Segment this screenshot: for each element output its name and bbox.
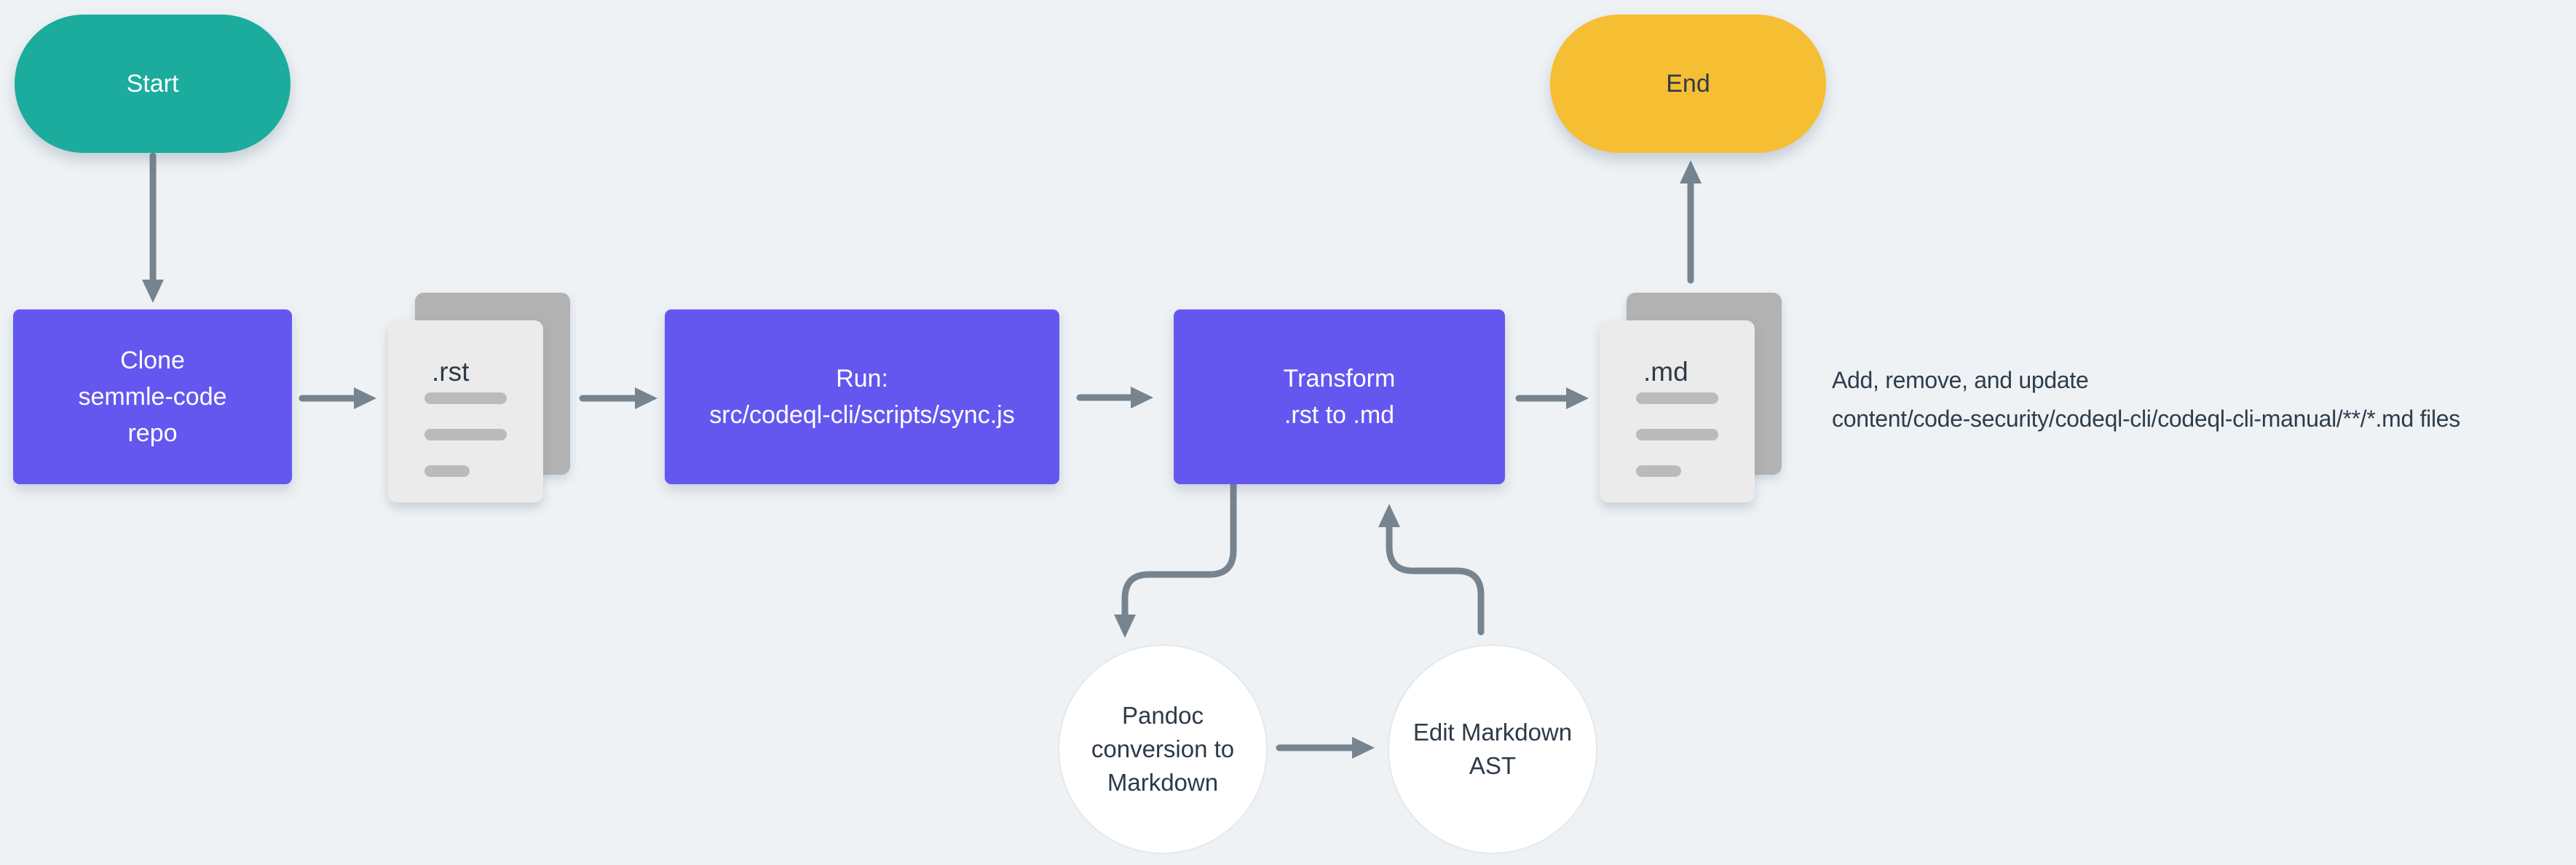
md-front-page: .md [1600,320,1755,502]
doc-text-line [1636,429,1718,441]
arrow-run-to-transform [1076,387,1153,408]
node-clone-line2: semmle-code [78,383,227,411]
arrow-clone-to-rst [299,387,376,409]
node-pandoc-line1: Pandoc [1122,702,1204,729]
result-annotation-line1: Add, remove, and update [1832,367,2089,393]
result-annotation: Add, remove, and update content/code-sec… [1832,361,2460,438]
arrow-pandoc-to-edit [1276,737,1375,759]
md-files-icon: .md [1600,293,1783,502]
node-edit-ast-line1: Edit Markdown [1413,719,1573,746]
node-end-label: End [1666,69,1710,98]
node-clone-line1: Clone [120,347,185,374]
doc-text-line [424,429,507,441]
node-start: Start [15,15,291,153]
node-pandoc-line2: conversion to [1091,735,1235,762]
doc-text-line [424,465,470,477]
node-clone-line3: repo [127,419,178,447]
arrow-start-to-clone [142,152,164,303]
node-run-sync-script: Run: src/codeql-cli/scripts/sync.js [665,309,1059,484]
arrow-transform-to-pandoc [1114,481,1237,638]
node-pandoc-conversion: Pandoc conversion to Markdown [1058,644,1268,854]
node-run-line2: src/codeql-cli/scripts/sync.js [709,401,1015,429]
node-edit-markdown-ast: Edit Markdown AST [1388,644,1597,854]
node-start-label: Start [126,69,179,98]
node-end: End [1550,15,1826,153]
node-transform-line2: .rst to .md [1284,401,1395,429]
doc-text-line [1636,392,1718,404]
node-transform-rst-to-md: Transform .rst to .md [1174,309,1505,484]
node-clone-repo: Clone semmle-code repo [13,309,292,484]
md-file-label: .md [1643,357,1688,387]
arrow-edit-to-transform [1378,504,1485,636]
arrow-transform-to-md [1515,387,1589,409]
node-transform-line1: Transform [1283,365,1396,392]
rst-front-page: .rst [388,320,543,502]
result-annotation-line2: content/code-security/codeql-cli/codeql-… [1832,406,2460,432]
doc-text-line [424,392,507,404]
doc-text-line [1636,465,1681,477]
node-run-line1: Run: [836,365,888,392]
rst-file-label: .rst [432,357,470,387]
arrow-md-to-end [1680,160,1702,284]
node-edit-ast-line2: AST [1469,752,1517,779]
rst-files-icon: .rst [388,293,572,502]
node-pandoc-line3: Markdown [1107,769,1219,796]
arrow-rst-to-run [579,387,657,409]
